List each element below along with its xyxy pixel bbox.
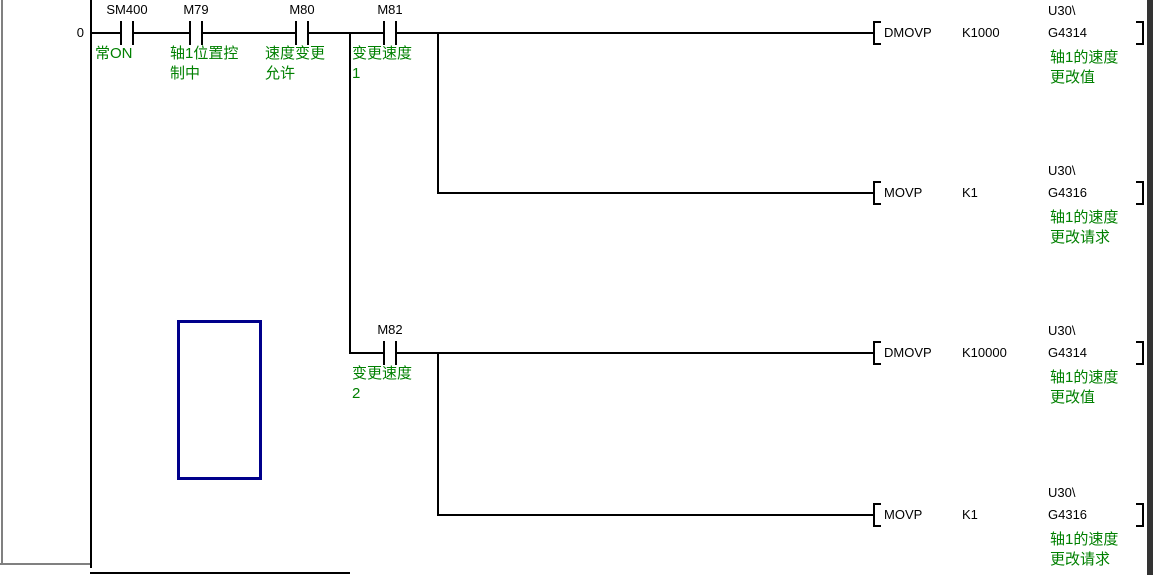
instruction-device: G4314	[1048, 25, 1088, 40]
instruction4-comment-line2: 更改请求	[1050, 551, 1111, 568]
selection-cursor[interactable]	[177, 320, 262, 480]
comment-m81-line1: 变更速度	[352, 45, 413, 62]
instruction-block-dmovp-k1000[interactable]: DMOVP K1000 G4314	[873, 21, 1144, 45]
close-bracket	[1136, 21, 1144, 45]
instruction-device: G4316	[1048, 185, 1088, 200]
instruction4-comment-line1: 轴1的速度	[1050, 531, 1119, 548]
instruction-block-dmovp-k10000[interactable]: DMOVP K10000 G4314	[873, 341, 1144, 365]
device-prefix-1: U30\	[1048, 3, 1076, 18]
instruction-operand: K1	[962, 185, 978, 200]
wire-rung2	[438, 192, 873, 194]
instruction-operand: K10000	[962, 345, 1007, 360]
branch-down-rung4	[437, 352, 439, 516]
instruction2-comment-line2: 更改请求	[1050, 229, 1111, 246]
device-label-sm400: SM400	[106, 2, 148, 17]
branch-down-rung2	[437, 32, 439, 194]
right-window-edge	[1147, 0, 1153, 575]
comment-m80-line2: 允许	[265, 65, 296, 82]
device-label-m81: M81	[377, 2, 403, 17]
instruction3-comment-line2: 更改值	[1050, 389, 1096, 406]
instruction-opcode: DMOVP	[884, 25, 932, 40]
comment-m82-line1: 变更速度	[352, 365, 413, 382]
open-bracket	[873, 21, 881, 45]
wire-rung1	[90, 32, 873, 34]
contact-sm400[interactable]	[120, 21, 134, 45]
device-prefix-3: U30\	[1048, 323, 1076, 338]
comment-m80-line1: 速度变更	[265, 45, 326, 62]
contact-m82[interactable]	[383, 341, 397, 365]
rung-number: 0	[76, 25, 84, 40]
open-bracket	[873, 503, 881, 527]
close-bracket	[1136, 181, 1144, 205]
instruction3-comment-line1: 轴1的速度	[1050, 369, 1119, 386]
comment-m81-line2: 1	[352, 65, 361, 82]
left-window-border	[1, 0, 3, 565]
instruction-operand: K1	[962, 507, 978, 522]
instruction-opcode: MOVP	[884, 185, 923, 200]
branch-down-m82	[349, 32, 351, 354]
open-bracket	[873, 181, 881, 205]
instruction-device: G4316	[1048, 507, 1088, 522]
instruction1-comment-line1: 轴1的速度	[1050, 49, 1119, 66]
left-power-rail	[90, 0, 92, 568]
comment-m79-line1: 轴1位置控	[170, 45, 239, 62]
wire-rung3	[350, 352, 873, 354]
instruction-block-movp-k1-b[interactable]: MOVP K1 G4316	[873, 503, 1144, 527]
instruction-device: G4314	[1048, 345, 1088, 360]
comment-m79-line2: 制中	[170, 65, 201, 82]
open-bracket	[873, 341, 881, 365]
contact-m80[interactable]	[295, 21, 309, 45]
bottom-left-border	[0, 563, 90, 565]
instruction1-comment-line2: 更改值	[1050, 69, 1096, 86]
close-bracket	[1136, 341, 1144, 365]
contact-m79[interactable]	[189, 21, 203, 45]
device-prefix-4: U30\	[1048, 485, 1076, 500]
instruction-opcode: MOVP	[884, 507, 923, 522]
device-prefix-2: U30\	[1048, 163, 1076, 178]
contact-m81[interactable]	[383, 21, 397, 45]
wire-rung4	[438, 514, 873, 516]
device-label-m80: M80	[289, 2, 315, 17]
comment-sm400: 常ON	[95, 45, 133, 62]
instruction-block-movp-k1-a[interactable]: MOVP K1 G4316	[873, 181, 1144, 205]
device-label-m79: M79	[183, 2, 209, 17]
instruction-opcode: DMOVP	[884, 345, 932, 360]
device-label-m82: M82	[377, 322, 403, 337]
close-bracket	[1136, 503, 1144, 527]
next-rung-wire-partial	[90, 572, 350, 574]
instruction2-comment-line1: 轴1的速度	[1050, 209, 1119, 226]
instruction-operand: K1000	[962, 25, 1000, 40]
comment-m82-line2: 2	[352, 385, 361, 402]
